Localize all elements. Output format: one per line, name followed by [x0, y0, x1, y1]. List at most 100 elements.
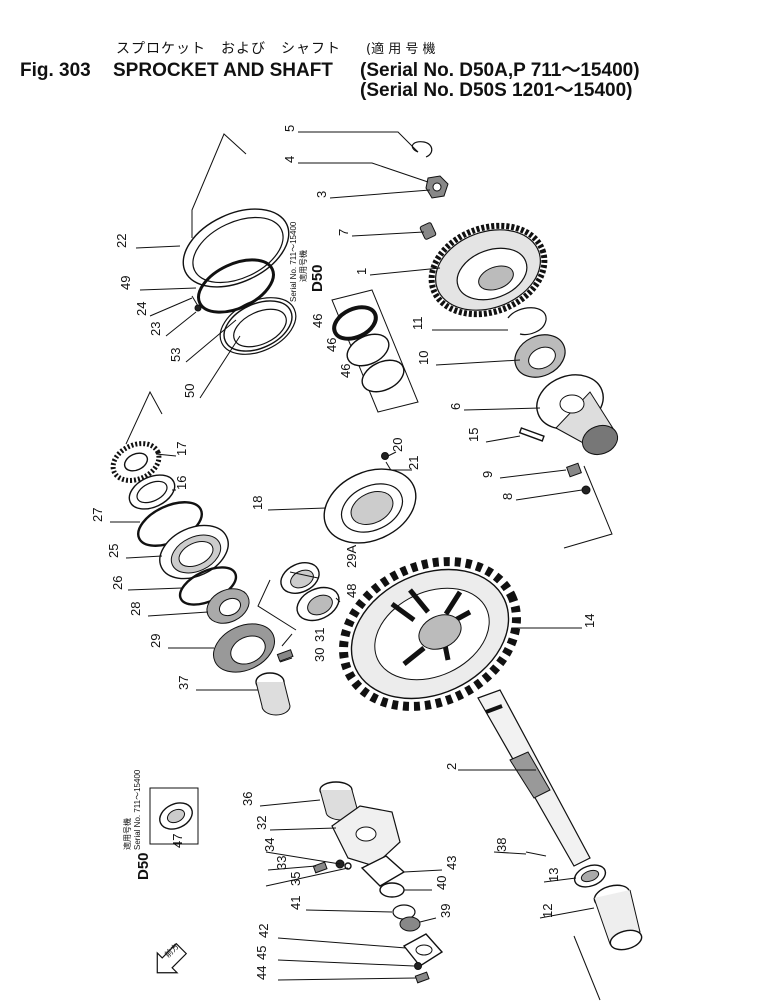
part-20-nut	[381, 452, 389, 460]
label-13: 13	[546, 868, 561, 882]
part-49-o-ring	[197, 258, 275, 314]
part-10-bearing	[514, 334, 566, 378]
upper-box-model-jp: 適用号機	[298, 250, 308, 282]
label-49: 49	[118, 276, 133, 290]
label-28: 28	[128, 602, 143, 616]
part-36-bushing	[319, 781, 359, 821]
label-9: 9	[480, 471, 495, 478]
upper-box-part-46-a: 46	[310, 314, 325, 328]
direction-arrow	[156, 942, 188, 974]
part-44-bolt	[414, 971, 430, 984]
part-3-nut	[425, 175, 449, 199]
leader-lines	[110, 131, 613, 1001]
label-4: 4	[282, 156, 297, 163]
serial-line-1: (Serial No. D50A,P 711～15400)	[360, 60, 640, 81]
part-28-bearing	[206, 588, 250, 624]
figure-title: Fig. 303 SPROCKET AND SHAFT	[20, 61, 333, 80]
lower-box-model: D50	[135, 852, 152, 880]
part-39-bearing	[399, 916, 421, 932]
part-23-24-pin	[191, 295, 202, 312]
label-32: 32	[254, 816, 269, 830]
part-45-washer	[414, 962, 422, 970]
label-20: 20	[390, 438, 405, 452]
label-5: 5	[282, 125, 297, 132]
part-50-seal	[219, 297, 297, 355]
label-35: 35	[288, 872, 303, 886]
label-3: 3	[314, 191, 329, 198]
part-33-bolt	[312, 861, 328, 874]
label-36: 36	[240, 792, 255, 806]
label-11: 11	[410, 317, 425, 331]
lower-box-model-jp: 適用号機	[122, 818, 132, 850]
upper-box-part-46-c: 46	[338, 364, 353, 378]
part-8-nut	[581, 485, 591, 495]
label-42: 42	[256, 924, 271, 938]
label-25: 25	[106, 544, 121, 558]
part-29-housing	[213, 623, 275, 673]
label-44: 44	[254, 966, 269, 980]
lower-box-labels: D50 適用号機 Serial No. 711～15400	[122, 769, 152, 880]
label-39: 39	[438, 904, 453, 918]
figure-name: SPROCKET AND SHAFT	[113, 60, 333, 81]
part-16-ring	[128, 474, 176, 510]
upper-box-model: D50	[309, 264, 326, 292]
lower-serial-box	[149, 787, 199, 845]
label-43: 43	[444, 856, 459, 870]
title-japanese: スプロケット および シャフト	[116, 41, 341, 57]
part-1-gear	[428, 222, 548, 318]
label-29: 29	[148, 634, 163, 648]
figure-number: Fig. 303	[20, 60, 91, 81]
label-30: 30	[312, 648, 327, 662]
serial-line-2: (Serial No. D50S 1201～15400)	[360, 80, 633, 101]
upper-box-serial: Serial No. 711～15400	[289, 221, 298, 302]
label-14: 14	[582, 614, 597, 628]
label-2: 2	[444, 763, 459, 770]
part-17-gear	[110, 441, 162, 483]
label-12: 12	[540, 904, 555, 918]
part-5-snap-ring	[411, 141, 433, 158]
part-2-shaft	[477, 689, 591, 867]
label-22: 22	[114, 234, 129, 248]
label-8: 8	[500, 493, 515, 500]
part-42-cap	[402, 933, 444, 967]
upper-serial-box	[331, 289, 419, 413]
label-21: 21	[406, 456, 421, 470]
label-45: 45	[254, 946, 269, 960]
label-47: 47	[170, 834, 185, 848]
part-30-bolt	[276, 649, 294, 662]
part-31-wire	[257, 579, 297, 631]
label-40: 40	[434, 876, 449, 890]
part-32-bracket	[331, 805, 401, 867]
part-15-key	[518, 427, 545, 442]
part-22-seal-ring	[182, 208, 290, 288]
part-9-collar	[566, 462, 582, 478]
part-25-seal	[159, 524, 229, 580]
label-29a: 29A	[344, 545, 359, 568]
callout-labels: 5 4 3 7 1 22 49 24 23 53 50 11 10 6 15 9…	[90, 125, 597, 980]
part-29a-bearing	[280, 562, 320, 594]
label-37: 37	[176, 676, 191, 690]
serial-japanese-label: (適 用 号 機	[366, 42, 436, 57]
lower-box-serial: Serial No. 711～15400	[133, 769, 142, 850]
label-41: 41	[288, 896, 303, 910]
label-26: 26	[110, 576, 125, 590]
label-53: 53	[168, 348, 183, 362]
part-38-pin	[525, 851, 547, 857]
part-13-ring	[573, 864, 607, 888]
part-48-bearing	[296, 586, 340, 622]
label-23: 23	[148, 322, 163, 336]
label-18: 18	[250, 496, 265, 510]
label-16: 16	[174, 476, 189, 490]
part-14-sprocket	[339, 557, 521, 711]
label-10: 10	[416, 351, 431, 365]
label-38: 38	[494, 838, 509, 852]
part-12-sleeve	[593, 884, 643, 951]
label-1: 1	[354, 268, 369, 275]
label-17: 17	[174, 442, 189, 456]
part-7-bolt	[419, 222, 437, 240]
label-31: 31	[312, 628, 327, 642]
label-6: 6	[448, 403, 463, 410]
label-15: 15	[466, 428, 481, 442]
